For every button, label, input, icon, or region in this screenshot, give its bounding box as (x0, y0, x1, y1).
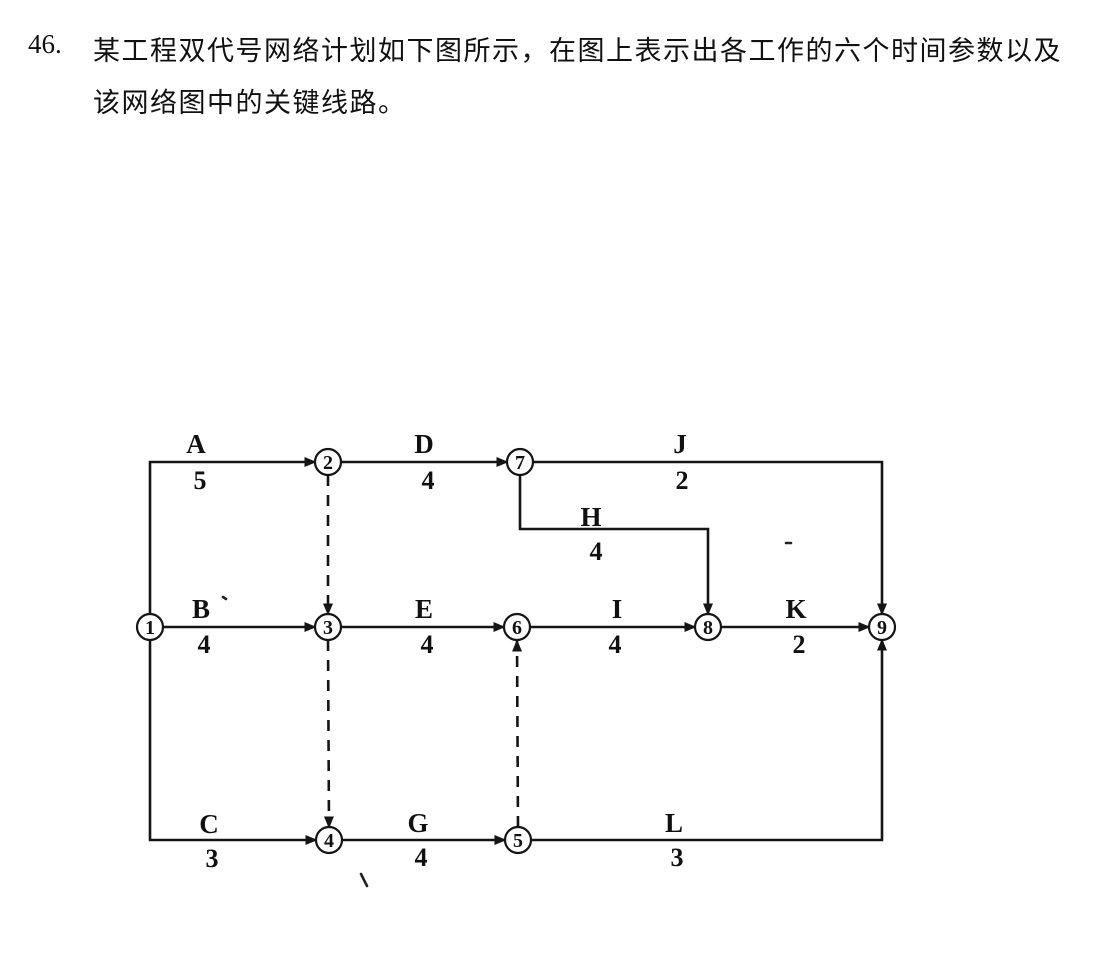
activity-I-name: I (612, 594, 623, 624)
event-node-8 (693, 612, 723, 642)
event-node-4 (314, 825, 344, 855)
scan-artifacts-layer (221, 541, 793, 888)
activity-G-name: G (407, 808, 428, 838)
activity-I-duration: 4 (609, 630, 622, 659)
event-node-9 (867, 612, 897, 642)
event-node-1 (135, 612, 165, 642)
activity-L-duration: 3 (671, 843, 684, 872)
activity-H-arrow (518, 475, 713, 616)
dummy-arrow-3-to-4 (323, 639, 334, 829)
scan-artifact-3 (221, 595, 228, 601)
event-node-7-number: 7 (515, 452, 525, 474)
event-node-7 (505, 447, 535, 477)
activity-A-duration: 5 (194, 466, 207, 495)
activity-K-name: K (785, 594, 806, 624)
event-node-6 (502, 612, 532, 642)
event-node-1-number: 1 (145, 617, 155, 639)
activity-C-duration: 3 (206, 844, 219, 873)
activity-H-duration: 4 (590, 537, 603, 566)
activity-B-duration: 4 (198, 630, 211, 659)
event-node-2 (313, 447, 343, 477)
activity-L-name: L (665, 808, 683, 838)
event-node-2-number: 2 (323, 452, 333, 474)
event-node-8-number: 8 (703, 617, 713, 639)
scan-artifact-1 (359, 872, 369, 888)
event-node-4-number: 4 (324, 830, 334, 852)
question-number: 46. (28, 29, 62, 59)
dummy-arrow-5-to-6 (512, 639, 523, 828)
activity-D-duration: 4 (422, 466, 435, 495)
activity-J-duration: 2 (676, 466, 689, 495)
activity-E-name: E (415, 594, 433, 624)
event-node-3-number: 3 (323, 617, 333, 639)
event-nodes-layer: 1 2 3 4 5 6 7 8 9 (135, 447, 897, 855)
activity-A-arrow (148, 457, 317, 614)
event-node-5 (503, 825, 533, 855)
activity-E-duration: 4 (421, 630, 434, 659)
activity-J-arrow (533, 460, 887, 616)
event-node-5-number: 5 (513, 830, 523, 852)
event-node-3 (313, 612, 343, 642)
activity-H-name: H (580, 502, 601, 532)
activity-G-duration: 4 (415, 843, 428, 872)
activity-C-arrow (148, 640, 318, 845)
event-node-6-number: 6 (512, 617, 522, 639)
activity-arrows-layer (148, 457, 887, 845)
activity-L-arrow (531, 638, 887, 842)
activity-J-name: J (673, 429, 687, 459)
activity-D-name: D (414, 429, 434, 459)
activity-C-name: C (199, 809, 219, 839)
activity-A-name: A (186, 429, 206, 459)
question-text-line-1: 某工程双代号网络计划如下图所示，在图上表示出各工作的六个时间参数以及 (93, 36, 1062, 66)
question-text-line-2: 该网络图中的关键线路。 (93, 88, 407, 118)
activity-B-name: B (192, 594, 210, 624)
activity-K-duration: 2 (793, 630, 806, 659)
event-node-9-number: 9 (877, 617, 887, 639)
